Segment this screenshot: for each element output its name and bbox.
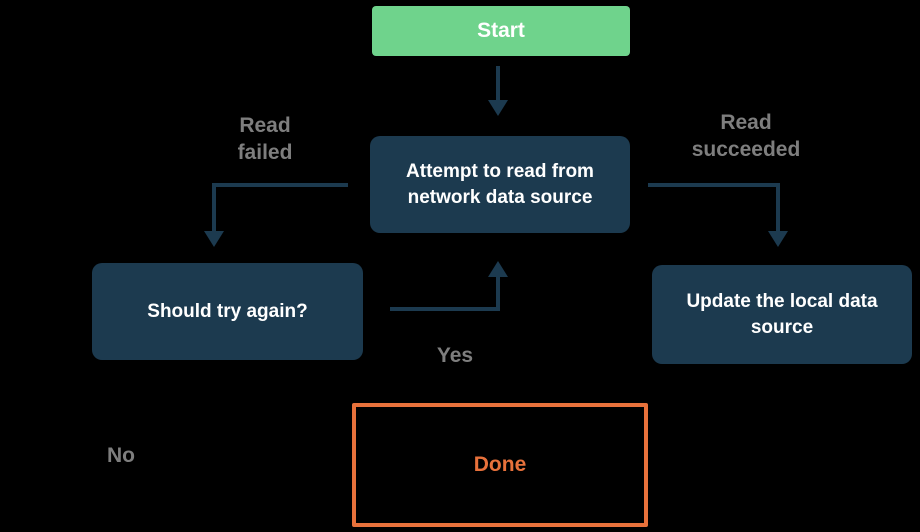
node-start-label: Start [477,19,525,42]
edge-read-succeeded-arrowhead-icon [768,231,788,247]
edge-start-to-attempt-line [496,66,500,102]
node-should-try-again-label: Should try again? [147,300,308,322]
node-update-local-source-label: Update the local data source [686,290,878,338]
edge-yes-hline [390,307,500,311]
edge-label-no: No [107,444,135,467]
edge-read-succeeded-vline [776,183,780,232]
edge-label-read-succeeded: Read succeeded [691,111,801,161]
node-done: Done [352,403,648,527]
edge-read-succeeded-hline [648,183,778,187]
edge-yes-arrowhead-icon [488,261,508,277]
node-should-try-again: Should try again? [92,263,363,360]
edge-start-to-attempt-arrowhead-icon [488,100,508,116]
node-attempt-read-label: Attempt to read from network data source [406,160,594,208]
edge-label-read-failed: Read failed [237,114,293,164]
edge-label-yes: Yes [436,344,474,367]
edge-read-failed-vline [212,183,216,232]
edge-read-failed-arrowhead-icon [204,231,224,247]
node-update-local-source: Update the local data source [652,265,912,364]
node-attempt-read: Attempt to read from network data source [370,136,630,233]
edge-read-failed-hline [214,183,348,187]
node-done-label: Done [473,453,527,476]
node-start: Start [372,6,630,56]
edge-yes-vline [496,276,500,311]
